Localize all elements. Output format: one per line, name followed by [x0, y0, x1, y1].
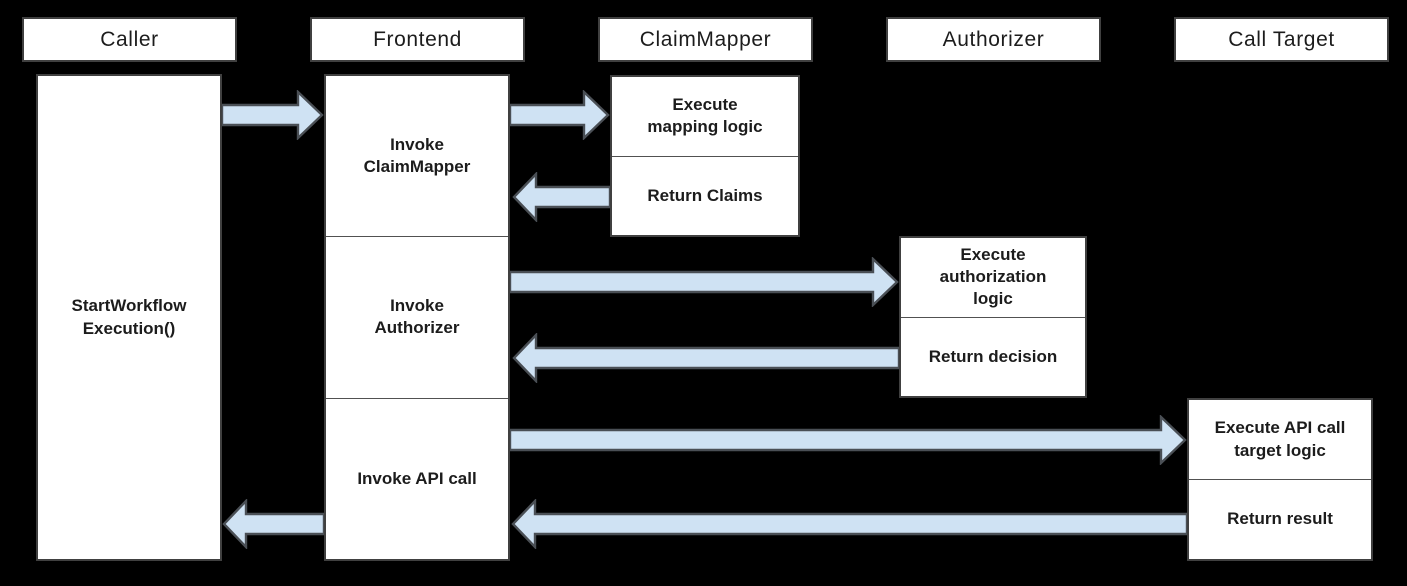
lifeline-header-claimmapper: ClaimMapper — [598, 17, 813, 62]
arrow-call-target-to-frontend — [511, 499, 1187, 549]
arrow-frontend-to-claimmapper — [510, 90, 610, 140]
caller-action-label: StartWorkflow Execution() — [71, 296, 187, 338]
frontend-step-invoke-authorizer: Invoke Authorizer — [326, 236, 508, 397]
arrow-caller-to-frontend — [222, 90, 324, 140]
lifeline-header-caller: Caller — [22, 17, 237, 62]
arrow-frontend-to-call-target — [510, 415, 1187, 465]
arrow-frontend-to-authorizer — [510, 257, 899, 307]
authorizer-step-return-decision: Return decision — [901, 316, 1085, 397]
claimmapper-step-return-claims: Return Claims — [612, 155, 798, 236]
activation-box-authorizer: Execute authorization logic Return decis… — [899, 236, 1087, 398]
authorizer-step-execute-authorization-logic: Execute authorization logic — [939, 244, 1047, 309]
activation-box-claimmapper: Execute mapping logic Return Claims — [610, 75, 800, 237]
arrow-authorizer-to-frontend — [512, 333, 899, 383]
lifeline-header-frontend: Frontend — [310, 17, 525, 62]
lifeline-header-call-target: Call Target — [1174, 17, 1389, 62]
arrow-claimmapper-to-frontend — [512, 172, 610, 222]
lifeline-header-authorizer: Authorizer — [886, 17, 1101, 62]
arrow-frontend-to-caller — [222, 499, 324, 549]
frontend-step-invoke-api-call: Invoke API call — [326, 397, 508, 559]
activation-box-caller: StartWorkflow Execution() — [36, 74, 222, 561]
call-target-step-return-result: Return result — [1189, 479, 1371, 559]
activation-box-call-target: Execute API call target logic Return res… — [1187, 398, 1373, 561]
activation-box-frontend: Invoke ClaimMapper Invoke Authorizer Inv… — [324, 74, 510, 561]
claimmapper-step-execute-mapping-logic: Execute mapping logic — [647, 94, 763, 137]
frontend-step-invoke-claimmapper: Invoke ClaimMapper — [363, 134, 471, 177]
call-target-step-execute-api-call-target-logic: Execute API call target logic — [1214, 418, 1346, 460]
